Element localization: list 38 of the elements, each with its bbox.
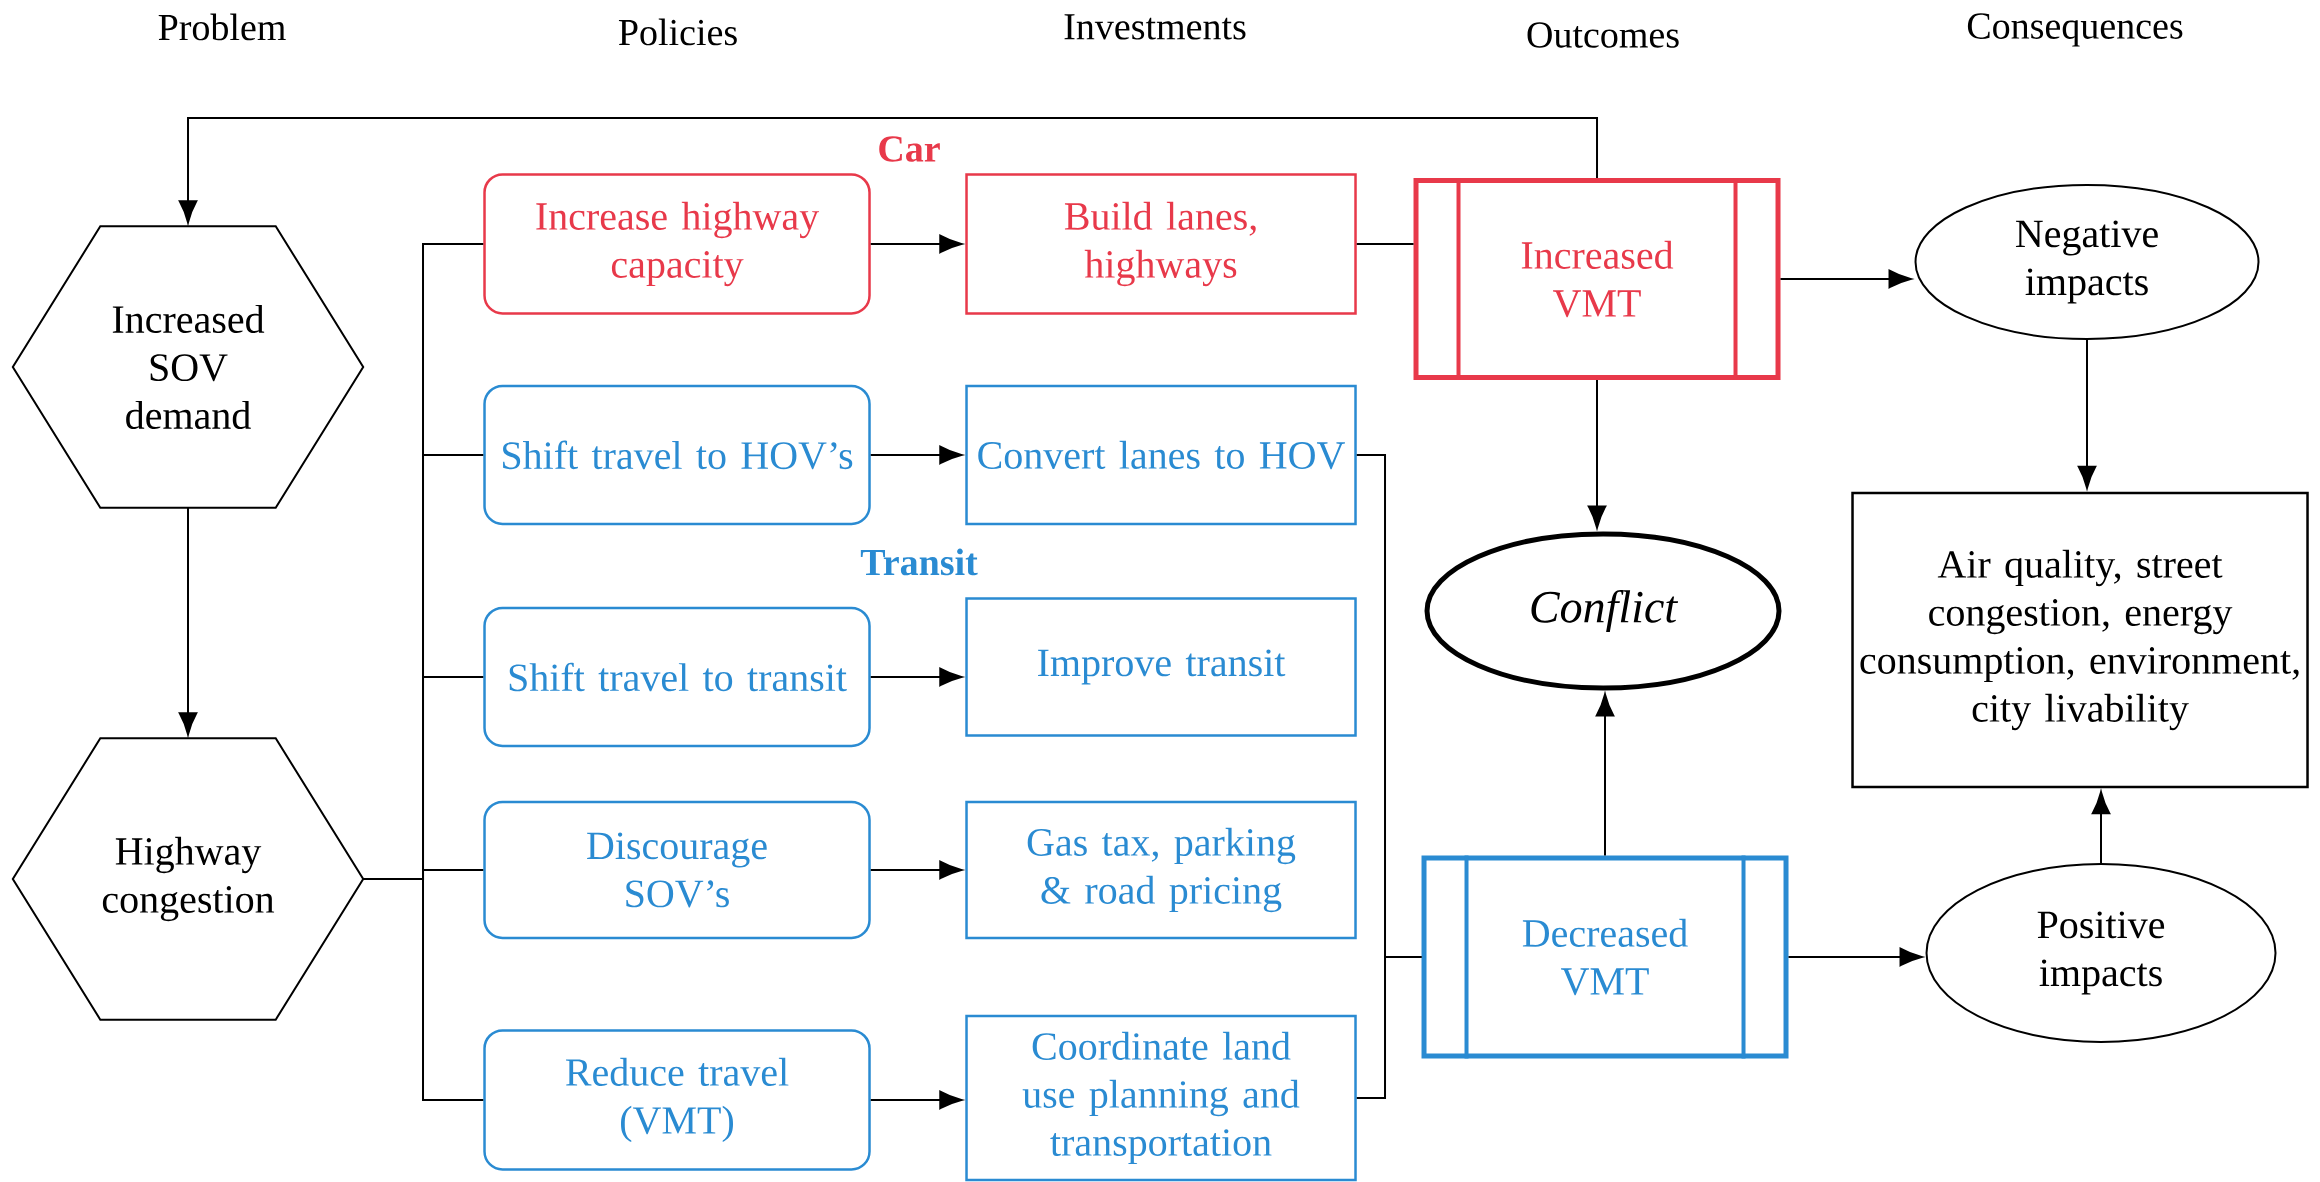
column-header: Outcomes xyxy=(1527,22,1679,48)
category-label: Car xyxy=(879,136,940,162)
policy-box: Discourage SOV’s xyxy=(483,800,871,940)
process-box: Coordinate land use planning and transportation xyxy=(965,1014,1357,1182)
arrow xyxy=(869,1090,963,1110)
column-header: Policies xyxy=(618,18,737,46)
arrow xyxy=(869,445,963,465)
column-header: Consequences xyxy=(1967,13,2183,47)
outcome-box: Increased VMT xyxy=(1413,178,1781,380)
process-box: Improve transit xyxy=(965,597,1357,737)
process-box: Convert lanes to HOV xyxy=(965,384,1357,526)
hexagon-node: Increased SOV demand xyxy=(11,225,365,509)
process-box: Build lanes, highways xyxy=(965,173,1357,315)
arrow xyxy=(1779,269,1912,289)
column-header: Problem xyxy=(158,13,286,41)
connector-line xyxy=(1355,243,1415,245)
connector-line xyxy=(362,878,485,1101)
arrow xyxy=(1595,693,1615,857)
policy-box: Shift travel to HOV’s xyxy=(483,384,871,526)
policy-box: Reduce travel (VMT) xyxy=(483,1029,871,1171)
policy-box: Increase highway capacity xyxy=(483,173,871,315)
arrow xyxy=(869,667,963,687)
policy-box: Shift travel to transit xyxy=(483,606,871,748)
arrow xyxy=(178,117,1598,224)
category-label: Transit xyxy=(860,548,978,576)
arrow xyxy=(178,506,198,736)
arrow xyxy=(2091,791,2111,864)
outcome-box: Decreased VMT xyxy=(1421,855,1789,1059)
hexagon-node: Highway congestion xyxy=(11,737,365,1021)
arrow xyxy=(1787,947,1923,967)
process-box: Gas tax, parking & road pricing xyxy=(965,800,1357,940)
arrow xyxy=(869,234,963,254)
arrow xyxy=(1587,379,1607,529)
arrow xyxy=(869,860,963,880)
arrow xyxy=(2077,339,2097,489)
column-header: Investments xyxy=(1064,14,1246,40)
process-box: Air quality, street congestion, energy consumption, environment, city livability xyxy=(1851,491,2309,789)
connector-line xyxy=(1355,956,1423,1099)
